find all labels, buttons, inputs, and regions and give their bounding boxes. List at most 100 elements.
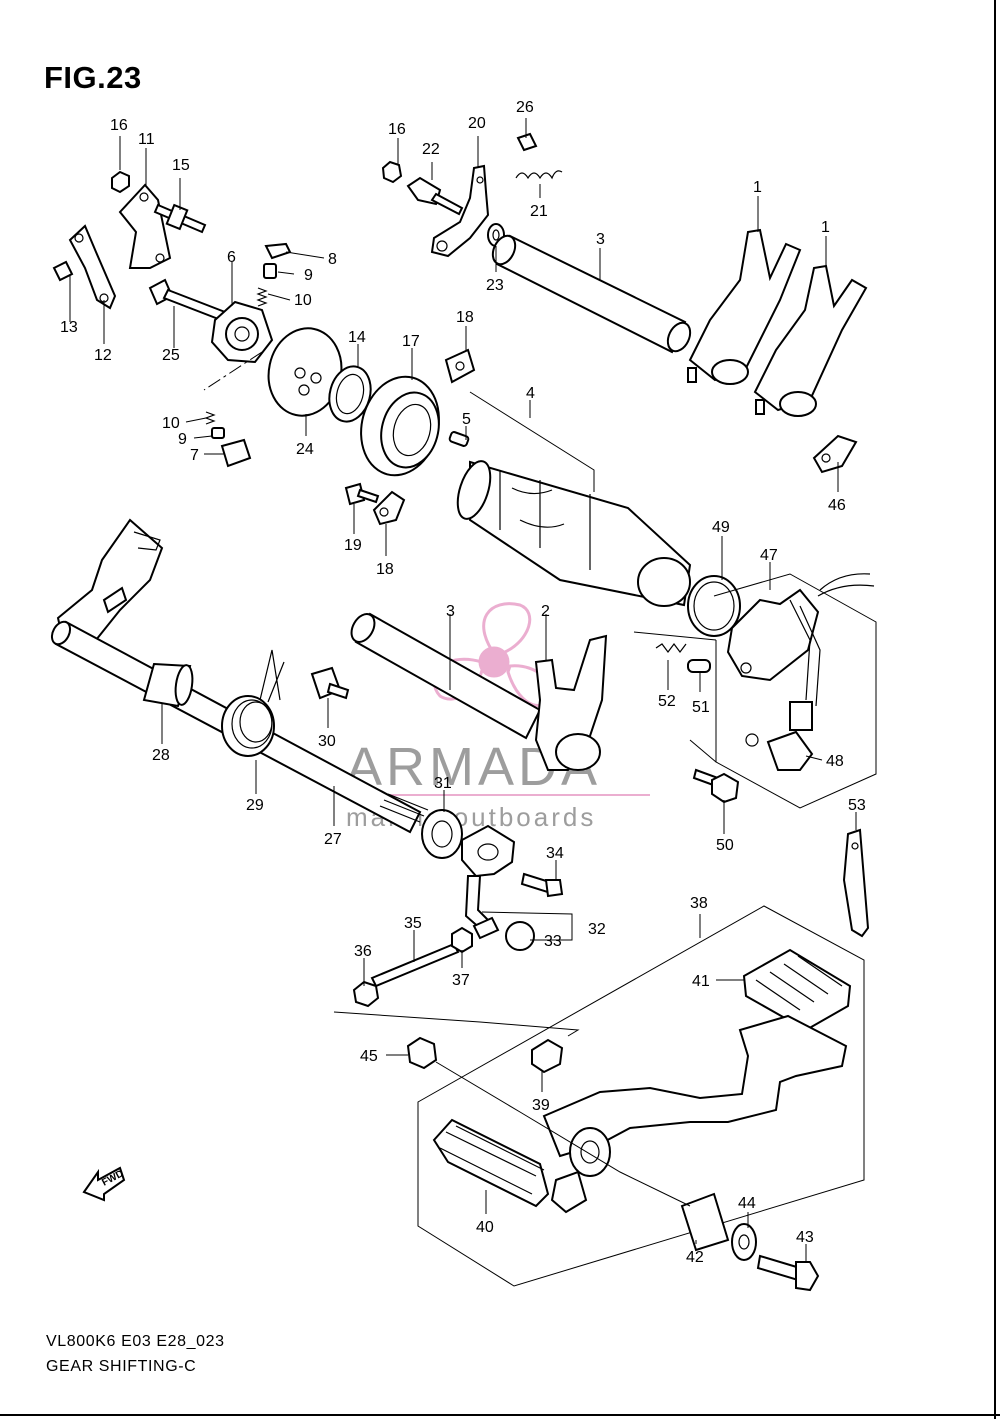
callout-39: 39 — [532, 1097, 550, 1114]
spline-31 — [379, 793, 463, 859]
callout-25: 25 — [162, 347, 180, 364]
callout-14: 14 — [348, 329, 366, 346]
callout-26: 26 — [516, 99, 534, 116]
callout-9: 9 — [304, 267, 313, 284]
callout-35: 35 — [404, 915, 422, 932]
figure-name: GEAR SHIFTING-C — [46, 1358, 197, 1375]
stopper-arm-20 — [430, 164, 490, 258]
shift-pedal-40 — [432, 1014, 848, 1214]
shift-arm-32 — [461, 824, 516, 932]
fork-shaft-3 — [491, 234, 692, 354]
pawl-8 — [264, 242, 292, 260]
callout-27: 27 — [324, 831, 342, 848]
callout-11: 11 — [138, 131, 155, 148]
callout-49: 49 — [712, 519, 730, 536]
figure-code: VL800K6 E03 E28_023 — [46, 1333, 225, 1350]
callout-9-lower: 9 — [178, 431, 187, 448]
callout-43: 43 — [796, 1229, 814, 1246]
callout-50: 50 — [716, 837, 734, 854]
spring-21 — [515, 170, 563, 180]
fwd-arrow-icon: FWD — [82, 1166, 126, 1202]
nut-16 — [111, 170, 130, 194]
screw-26 — [516, 132, 538, 152]
callout-12: 12 — [94, 347, 112, 364]
nut-16-b — [381, 160, 403, 184]
callout-21: 21 — [530, 203, 548, 220]
plate-18-lower — [372, 490, 406, 526]
bolt-43 — [756, 1254, 802, 1282]
ball-joint-33 — [505, 921, 535, 951]
callout-3-lower: 3 — [446, 603, 455, 620]
callout-10-lower: 10 — [162, 415, 180, 432]
return-spring-29 — [221, 649, 285, 757]
callout-38: 38 — [690, 895, 708, 912]
callout-44: 44 — [738, 1195, 756, 1212]
frame-border-bottom — [0, 1414, 1000, 1416]
callout-34: 34 — [546, 845, 564, 862]
bearing-17 — [360, 375, 440, 477]
callout-16: 16 — [110, 117, 128, 134]
callout-labels: 16 11 15 13 12 6 8 9 10 25 10 9 7 24 14 … — [60, 99, 866, 1266]
callout-6: 6 — [227, 249, 236, 266]
callout-20: 20 — [468, 115, 486, 132]
cam-driven-gear-6 — [210, 300, 274, 364]
callout-24: 24 — [296, 441, 314, 458]
nut-36 — [352, 980, 380, 1008]
callout-41: 41 — [692, 973, 710, 990]
pin-51 — [687, 659, 711, 673]
callout-18-lower: 18 — [376, 561, 394, 578]
pawl-7 — [220, 438, 252, 468]
callout-15: 15 — [172, 157, 190, 174]
shift-lever-arm — [56, 518, 164, 642]
callout-51: 51 — [692, 699, 710, 716]
spring-10-lower — [204, 411, 216, 425]
callout-32: 32 — [588, 921, 606, 938]
callout-18: 18 — [456, 309, 474, 326]
bushing-28 — [142, 662, 194, 708]
washer-44 — [731, 1223, 757, 1261]
pin-9-lower — [211, 427, 225, 439]
callout-40: 40 — [476, 1219, 494, 1236]
collar-42 — [680, 1192, 730, 1252]
clip-46 — [812, 434, 858, 474]
gearshift-cam-24 — [267, 327, 343, 417]
pin-9 — [263, 263, 277, 279]
switch-sensor-48 — [766, 730, 814, 771]
callout-29: 29 — [246, 797, 264, 814]
cam-plate-12 — [68, 224, 117, 310]
callout-1-a: 1 — [753, 179, 762, 196]
callout-28: 28 — [152, 747, 170, 764]
callout-1-b: 1 — [821, 219, 830, 236]
callout-8: 8 — [328, 251, 337, 268]
callout-31: 31 — [434, 775, 452, 792]
shift-fork-2 — [534, 634, 608, 771]
callout-23: 23 — [486, 277, 504, 294]
pin-5 — [448, 431, 470, 447]
bushing-39 — [531, 1038, 564, 1074]
callout-37: 37 — [452, 972, 470, 989]
callout-4: 4 — [526, 385, 535, 402]
callout-36: 36 — [354, 943, 372, 960]
callout-17: 17 — [402, 333, 420, 350]
callout-48: 48 — [826, 753, 844, 770]
gearshift-drum-4 — [456, 460, 692, 607]
o-ring-49 — [687, 575, 741, 637]
callout-5: 5 — [462, 411, 471, 428]
leader-lines — [69, 118, 857, 1262]
callout-45: 45 — [360, 1048, 378, 1065]
callout-52: 52 — [658, 693, 676, 710]
callout-30: 30 — [318, 733, 336, 750]
gear-position-switch-47 — [726, 573, 875, 731]
pedal-rubber-41 — [742, 948, 852, 1032]
nut-45 — [406, 1036, 438, 1070]
callout-7: 7 — [190, 447, 199, 464]
clamp-53 — [842, 828, 870, 938]
callout-10: 10 — [294, 292, 312, 309]
spring-52 — [655, 643, 687, 653]
fork-shaft-3-lower — [350, 612, 542, 740]
callout-33: 33 — [544, 933, 562, 950]
tie-rod-35 — [370, 942, 460, 988]
callout-13: 13 — [60, 319, 78, 336]
